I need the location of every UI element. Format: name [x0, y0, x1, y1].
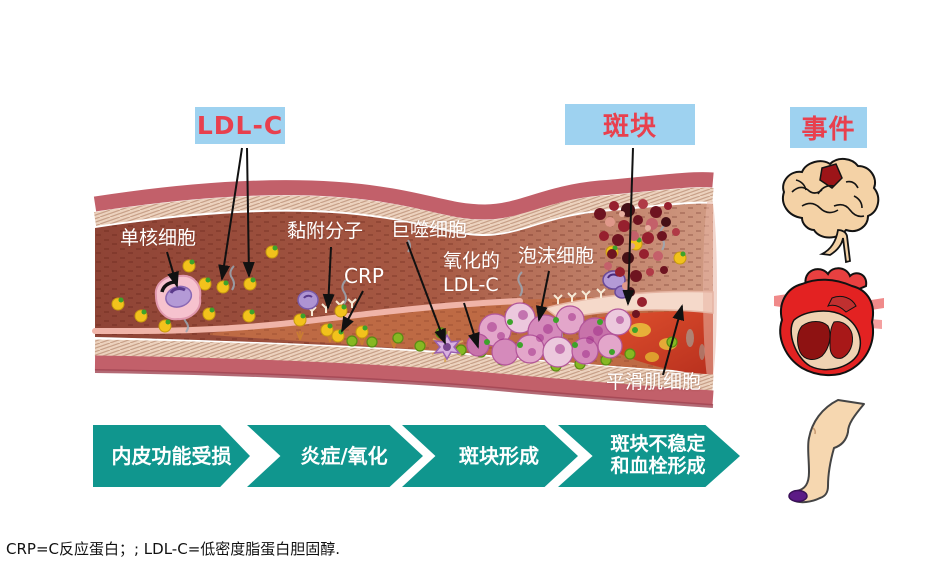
foam-cell-cluster — [466, 302, 638, 368]
stage-label: 炎症/氧化 — [300, 443, 388, 468]
stage-label: 斑块不稳定 和血栓形成 — [610, 433, 706, 477]
ldl-c-label-box: LDL-C — [195, 107, 285, 144]
ldl-particles — [111, 237, 687, 343]
macrophage-label: 巨噬细胞 — [391, 219, 468, 241]
brain-icon — [782, 158, 880, 264]
monocyte-cell — [154, 274, 202, 321]
footnote: CRP=C反应蛋白；; LDL-C=低密度脂蛋白胆固醇. — [6, 540, 341, 558]
events-label: 事件 — [801, 115, 856, 145]
ldl-c-label: LDL-C — [196, 111, 284, 140]
vessel-top-wall — [93, 172, 714, 220]
annotation-arrows — [166, 147, 685, 376]
stage-endothelial-dysfunction: 内皮功能受损 — [93, 425, 250, 487]
events-label-box: 事件 — [790, 107, 867, 148]
crp-label: CRP — [344, 264, 384, 288]
plaque-label-box: 斑块 — [565, 104, 695, 145]
stage-label: 内皮功能受损 — [111, 443, 232, 468]
heart-icon — [774, 267, 884, 376]
stage-label: 斑块形成 — [459, 443, 539, 468]
oxidized-ldl-label: 氧化的 LDL-C — [443, 250, 501, 296]
monocyte-cell — [297, 290, 319, 310]
plaque-label: 斑块 — [602, 112, 657, 142]
vessel-top-media — [93, 187, 714, 235]
adhesion-molecules-label: 黏附分子 — [287, 220, 364, 242]
foam-cells-label: 泡沫细胞 — [518, 245, 595, 267]
smooth-muscle-cells-label: 平滑肌细胞 — [606, 371, 702, 393]
vessel-bottom-wall — [94, 355, 714, 406]
stage-inflammation-oxidation: 炎症/氧化 — [247, 425, 423, 487]
stage-plaque-instability-thrombosis: 斑块不稳定 和血栓形成 — [558, 425, 740, 487]
monocyte-label: 单核细胞 — [120, 227, 197, 249]
vessel-bottom-media — [94, 339, 714, 392]
leg-icon — [788, 399, 865, 504]
